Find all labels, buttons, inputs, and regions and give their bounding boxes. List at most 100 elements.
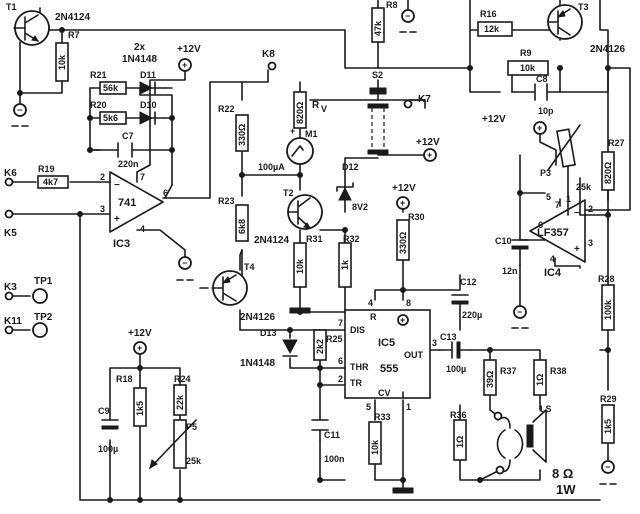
ic4-plus: + <box>574 244 580 255</box>
r33-ref: R33 <box>374 412 391 422</box>
ic5-type: 555 <box>380 363 398 375</box>
resistor-r36: 1Ω R36 <box>450 410 467 461</box>
diode-d13: D13 1N4148 <box>240 328 298 369</box>
r21-ref: R21 <box>90 70 107 80</box>
ls-power: 1W <box>556 482 576 497</box>
ic5-pin-8: 8 <box>406 298 411 308</box>
ic5-thr: THR <box>350 362 369 372</box>
r22-ref: R22 <box>218 104 235 114</box>
r9-value: 10k <box>520 63 536 73</box>
r36-value: 1Ω <box>455 436 465 448</box>
ic5-pin-2: 2 <box>338 374 343 384</box>
m1-plus: + <box>290 126 295 136</box>
transistor-t1: T1 2N4124 <box>6 2 90 46</box>
ic5-pin-1: 1 <box>406 402 411 412</box>
ic3-pin-4: 4 <box>140 224 145 234</box>
vcc-left-plus: + <box>137 343 142 353</box>
terminal-k6: K6 <box>4 168 17 179</box>
r38-value: 1Ω <box>535 374 545 386</box>
ic3-type: 741 <box>118 197 136 209</box>
terminal-k5: K5 <box>4 228 17 239</box>
r9-ref: R9 <box>520 48 532 58</box>
c12-value: 220µ <box>462 310 482 320</box>
resistor-r25: 2k2 R25 <box>313 329 343 361</box>
resistor-r27: 820Ω R27 <box>601 138 625 191</box>
resistor-r21: 56k R21 <box>90 70 127 95</box>
r30-ref: R30 <box>408 212 425 222</box>
testpoint-tp1: TP1 <box>34 276 53 287</box>
ic4-pin-1: 1 <box>566 194 571 204</box>
vcc-ic5-plus: + <box>400 198 405 208</box>
r27-ref: R27 <box>608 138 625 148</box>
r37-value: 39Ω <box>485 371 495 388</box>
d12-value: 8V2 <box>352 202 368 212</box>
c10-value: 12n <box>502 266 518 276</box>
ic4-pin-7: 7 <box>555 200 560 210</box>
switch-s2: S2 <box>367 70 389 155</box>
t4-type: 2N4126 <box>240 312 275 323</box>
s2-ref: S2 <box>372 70 383 80</box>
ic3-minus: − <box>114 180 120 191</box>
speaker-ls: LS 8 Ω 1W <box>496 404 576 497</box>
ic5-ref: IC5 <box>378 337 395 349</box>
resistor-r18: 1k5 R18 <box>116 374 147 427</box>
c7-ref: C7 <box>122 131 134 141</box>
r31-ref: R31 <box>306 234 323 244</box>
opamp-ic4: LF357 IC4 2 3 6 7 5 1 4 − + <box>529 192 593 279</box>
resistor-r29: 1k5 R29 <box>600 394 617 444</box>
t3-type: 2N4126 <box>590 44 625 55</box>
ic3-plus: + <box>114 214 120 225</box>
r21-value: 56k <box>103 83 119 93</box>
ic5-r: R <box>370 312 377 322</box>
ic5-pin-3: 3 <box>432 338 437 348</box>
terminal-k8: K8 <box>262 49 275 60</box>
d13-type: 1N4148 <box>240 358 275 369</box>
resistor-r38: 1Ω R38 <box>533 359 567 396</box>
opamp-ic3: 741 IC3 2 3 7 6 4 − + <box>100 171 168 250</box>
ic3-pin-2: 2 <box>100 172 105 182</box>
rv-sub: V <box>321 104 327 114</box>
resistor-r23: 6k8 R23 <box>218 196 249 242</box>
r25-value: 2k2 <box>315 339 325 354</box>
r19-value: 4k7 <box>43 177 58 187</box>
c11-value: 100n <box>324 454 345 464</box>
p3-value: 25k <box>576 182 592 192</box>
ic5-dis: DIS <box>350 325 365 335</box>
transistor-t4: T4 2N4126 <box>211 262 275 323</box>
diode-pair-count: 2x <box>134 42 146 53</box>
transistor-t3: T3 2N4126 <box>547 2 625 55</box>
t3-ref: T3 <box>578 2 589 12</box>
resistor-r30: 330Ω R30 <box>396 212 425 261</box>
terminals: K6 K5 K3 K11 TP1 TP2 K8 K7 <box>4 49 505 475</box>
r33-value: 10k <box>370 439 380 455</box>
vee-ic3-minus: − <box>182 258 187 268</box>
d13-ref: D13 <box>260 328 277 338</box>
r7-value: 10k <box>57 54 67 70</box>
meter-m1: M1 + 100µA <box>258 126 318 172</box>
t4-ref: T4 <box>244 262 255 272</box>
resistor-r24: 22k R24 <box>173 374 191 416</box>
r32-value: 1k <box>340 259 350 270</box>
resistor-r7: 10k R7 <box>55 30 80 82</box>
m1-value: 100µA <box>258 162 285 172</box>
r23-value: 6k8 <box>237 219 247 234</box>
resistor-rv: 820Ω R V <box>293 91 327 129</box>
junctions <box>17 27 611 503</box>
vcc-ic5-label: +12V <box>392 183 416 194</box>
capacitor-c9: C9 100µ <box>98 406 119 454</box>
r37-ref: R37 <box>500 366 517 376</box>
c8-ref: C8 <box>536 74 548 84</box>
ic3-ref: IC3 <box>113 238 130 250</box>
rv-ref: R <box>312 100 320 111</box>
r8-value: 47k <box>373 20 383 36</box>
r20-ref: R20 <box>90 100 107 110</box>
capacitor-c8: C8 10p <box>511 74 561 116</box>
r32-ref: R32 <box>343 234 360 244</box>
transistor-t2: T2 2N4124 <box>254 188 323 246</box>
r31-value: 10k <box>295 258 305 274</box>
vcc-ic3-label: +12V <box>177 44 201 55</box>
vcc-ic3-plus: + <box>182 60 187 70</box>
potentiometer-p5: P5 25k <box>149 419 202 470</box>
r20-value: 5k6 <box>103 113 118 123</box>
diode-d12: D12 8V2 <box>336 162 368 213</box>
